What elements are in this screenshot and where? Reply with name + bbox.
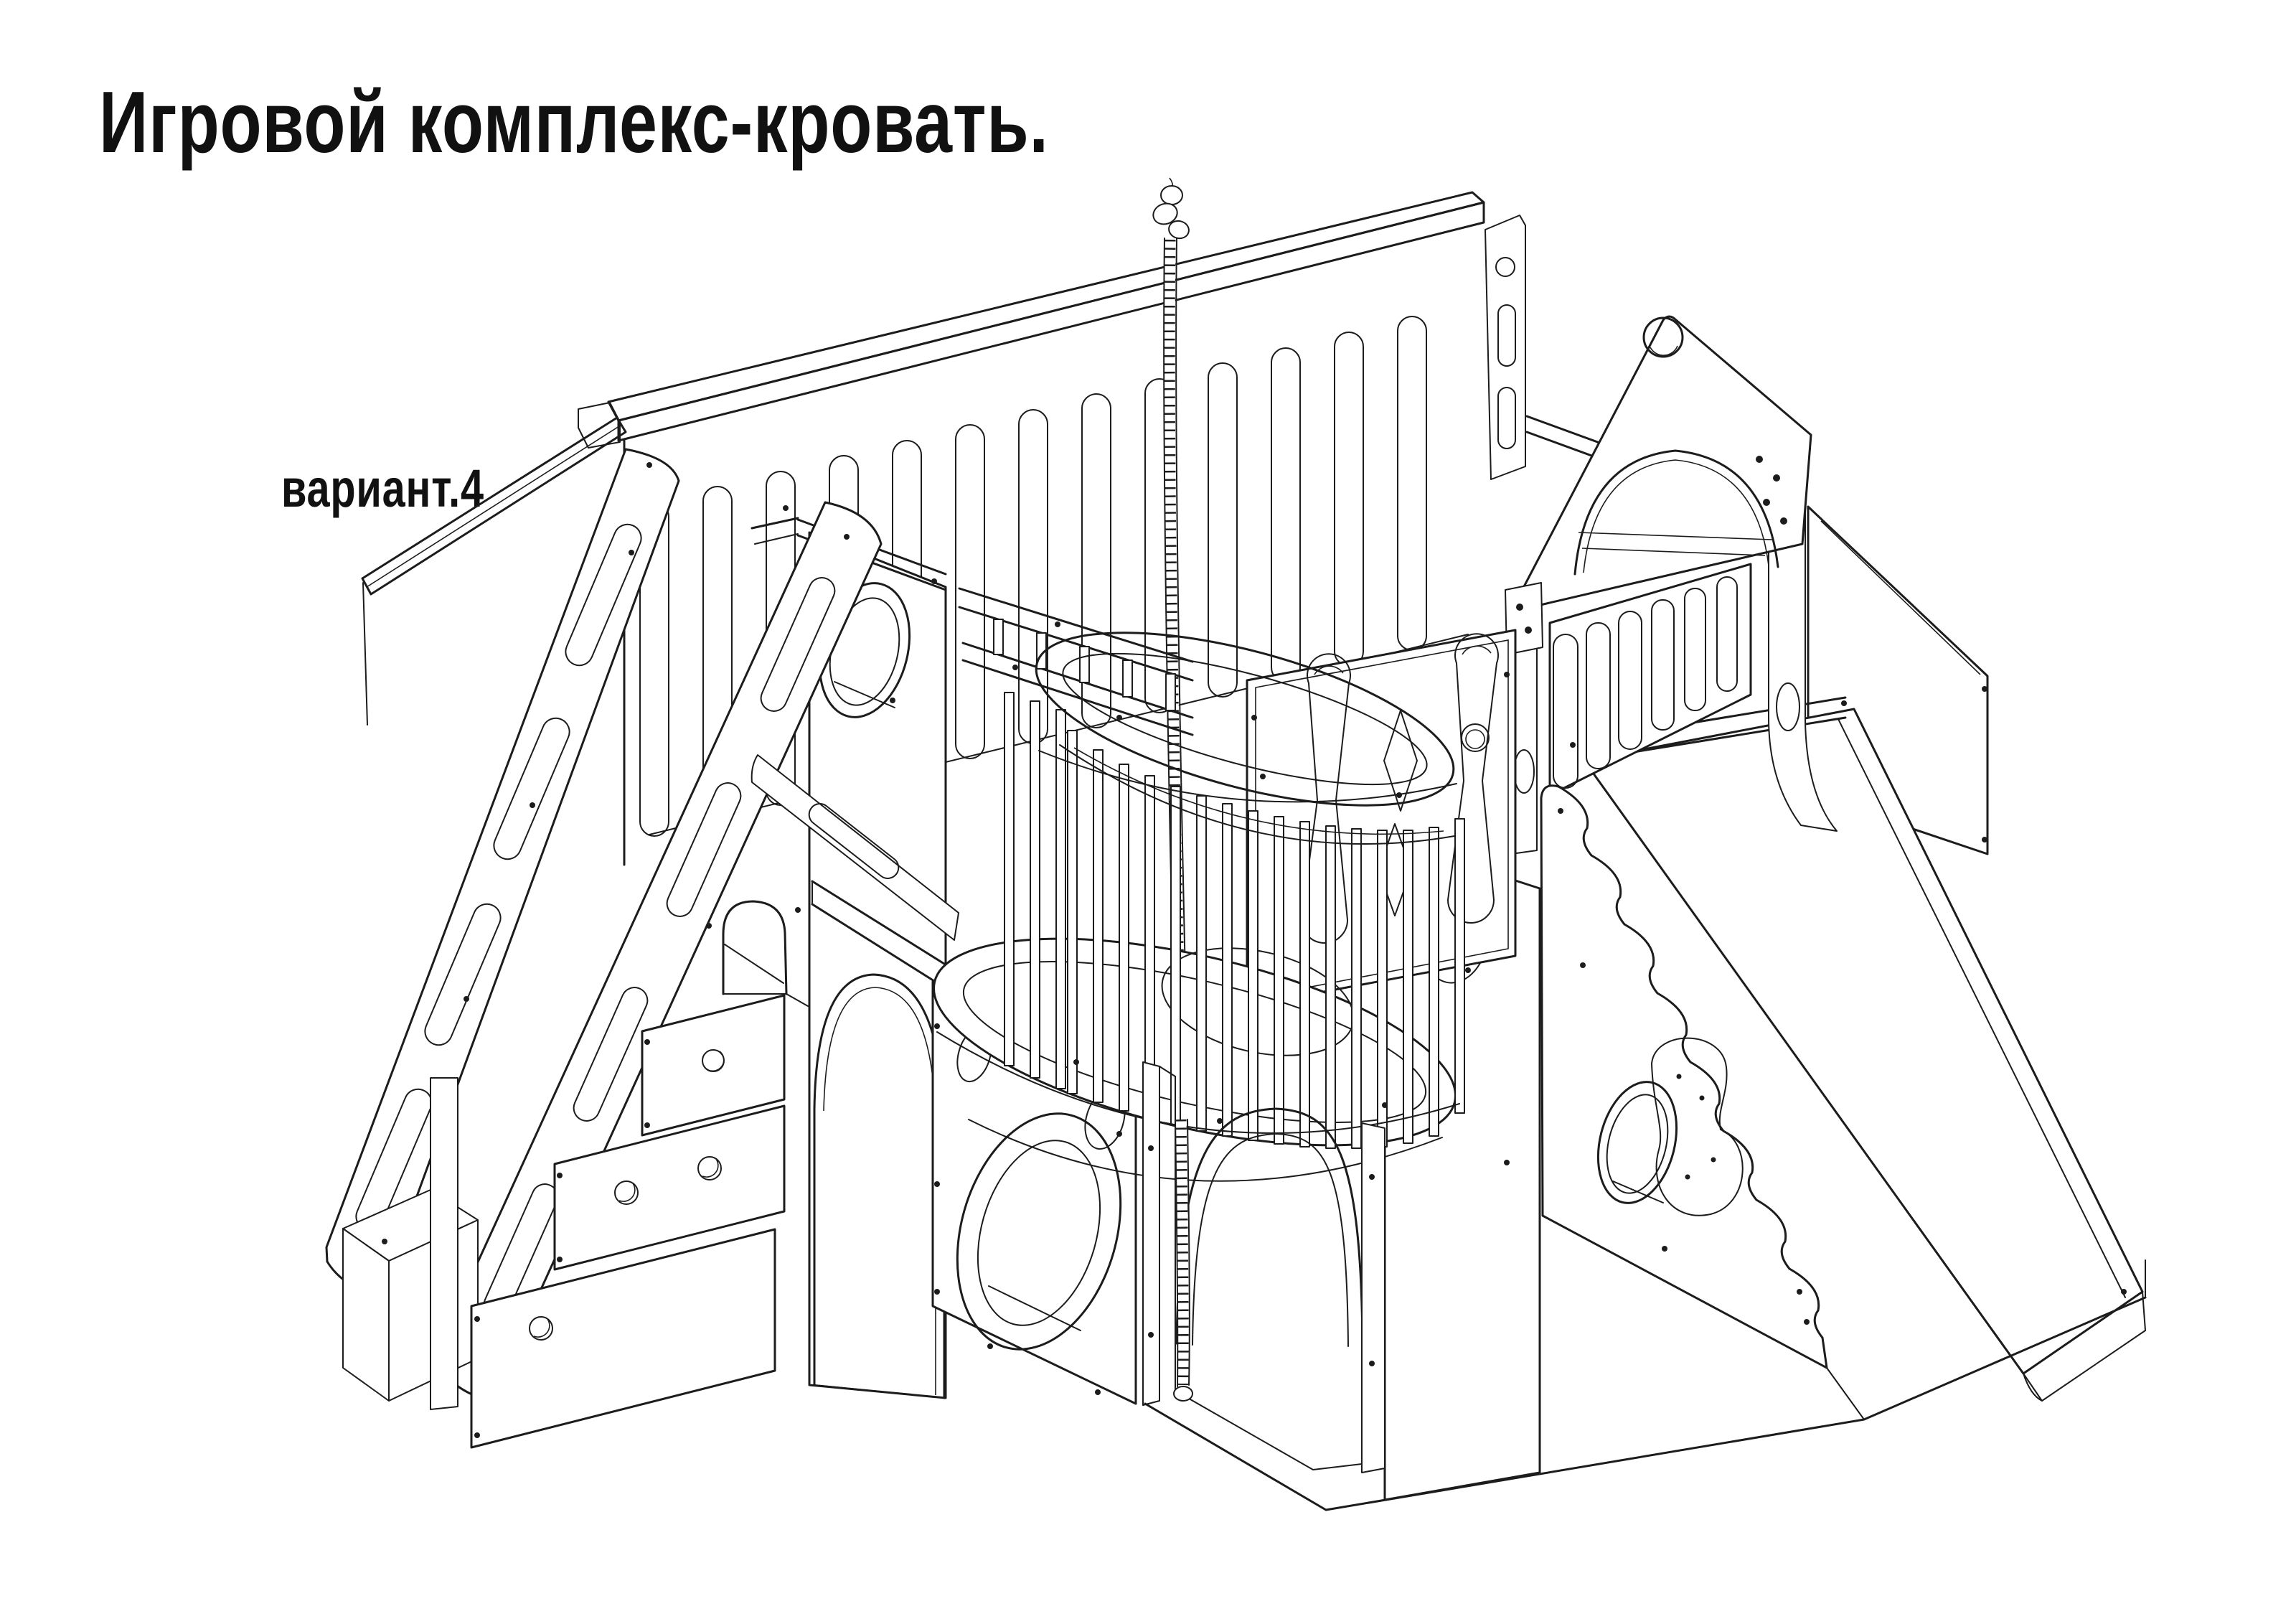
gable-roof-panel	[1505, 315, 1812, 655]
balcony-fence	[958, 587, 1194, 736]
left-side-rail	[361, 416, 627, 726]
variant-label: вариант.4	[281, 459, 484, 519]
peanut-climb-hold	[1651, 1037, 1744, 1216]
big-porthole	[956, 1112, 1122, 1351]
slot-panel	[1548, 563, 1752, 797]
drawer-top	[641, 994, 786, 1137]
round-balcony	[933, 587, 1465, 1182]
drawer-bottom	[470, 1228, 776, 1449]
page-title: Игровой комплекс-кровать.	[99, 74, 1049, 172]
porthole-panel	[751, 517, 947, 1399]
step-platform	[342, 1077, 479, 1410]
gable-assembly	[1505, 315, 1838, 855]
variant-text: вариант.4	[281, 459, 484, 519]
corner-post	[1485, 215, 1526, 480]
drawer-middle	[553, 1104, 786, 1271]
storage-drawers	[470, 994, 786, 1449]
figure8-climb-panel	[1246, 629, 1517, 1008]
floor-edges	[1144, 1259, 2147, 1511]
slide-porthole	[1596, 1081, 1678, 1204]
porch-arches	[1142, 1061, 1385, 1473]
stair-stringer-short	[751, 754, 959, 941]
gable-right-post	[1768, 506, 1838, 832]
slide-side-panel	[1540, 784, 1828, 1369]
arched-window	[706, 900, 809, 1007]
climbing-rope-lower	[1173, 1119, 1193, 1402]
wavy-edge-panel	[1540, 784, 1828, 1369]
gable-circle-hole	[1642, 316, 1684, 358]
title-text: Игровой комплекс-кровать.	[99, 74, 1049, 172]
balcony-bars	[1004, 692, 1465, 1149]
screw-dots	[382, 462, 2127, 1295]
gable-arch	[1573, 449, 1779, 576]
